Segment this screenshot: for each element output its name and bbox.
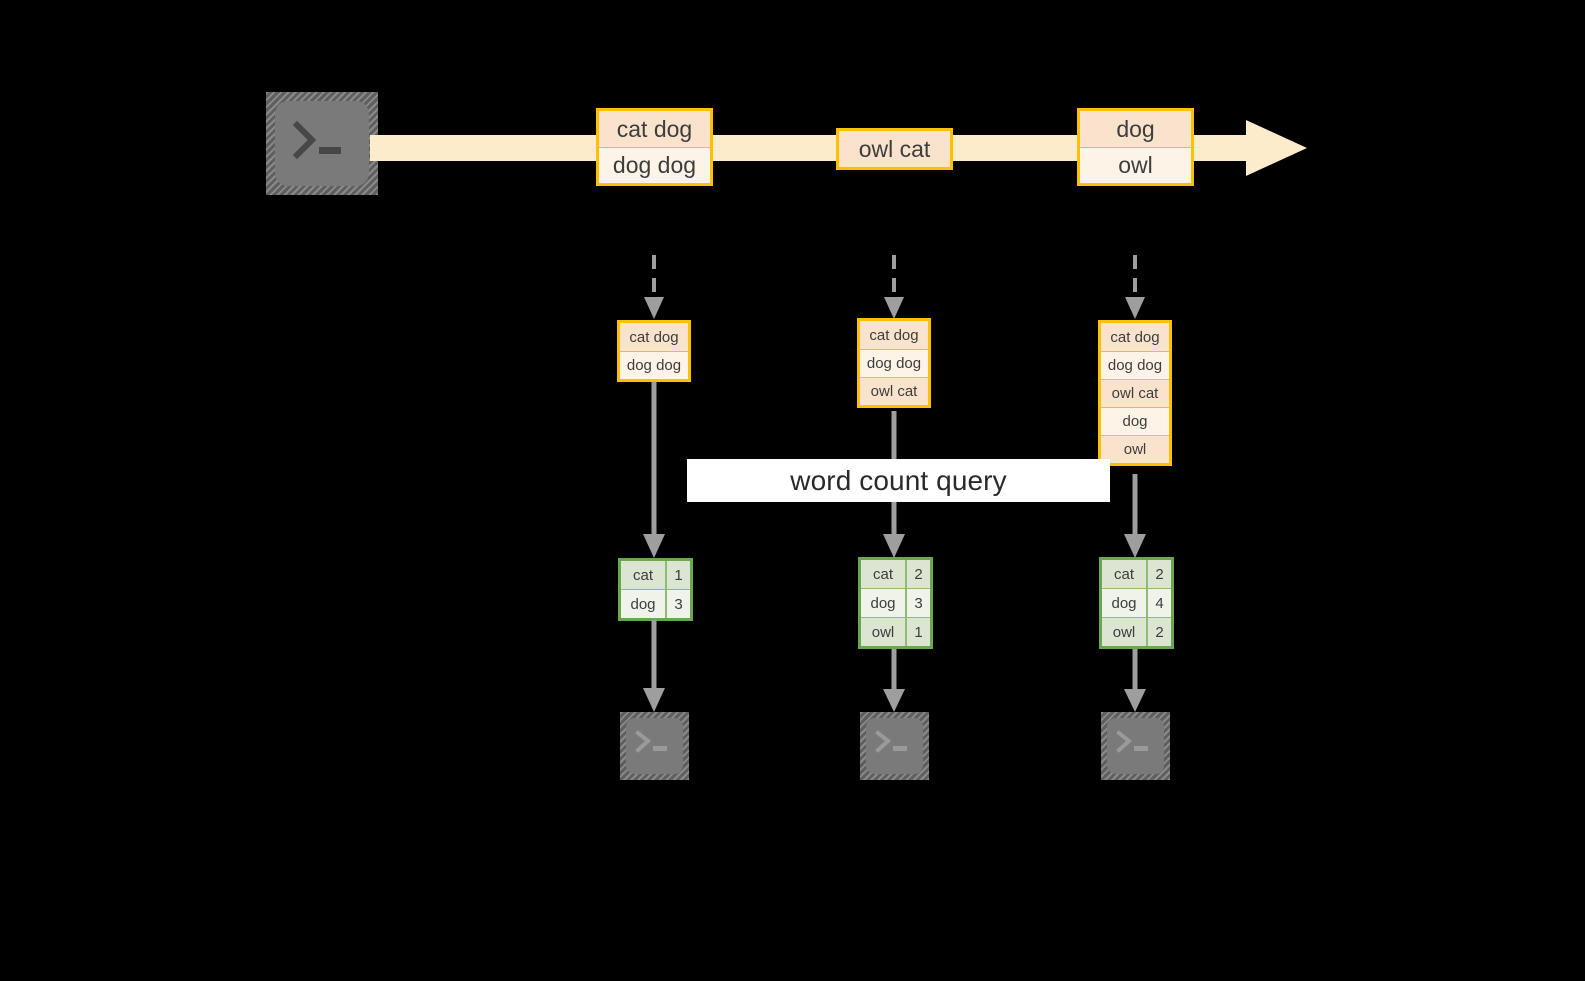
word-count-table-2: cat 2 dog 3 owl 1 xyxy=(858,557,933,649)
word-cell: dog xyxy=(861,589,907,617)
count-cell: 2 xyxy=(1148,618,1171,646)
word-cell: cat xyxy=(861,560,907,588)
accumulated-stack-1: cat dog dog dog xyxy=(617,320,691,382)
accumulated-stack-3: cat dog dog dog owl cat dog owl xyxy=(1098,320,1172,466)
consumer-terminal-icon-2 xyxy=(860,712,929,780)
table-row: cat 2 xyxy=(861,560,930,588)
table-row: dog 3 xyxy=(621,589,690,618)
table-row: cat 2 xyxy=(1102,560,1171,588)
table-row: owl 2 xyxy=(1102,617,1171,646)
count-cell: 1 xyxy=(907,618,930,646)
word-count-query-banner: word count query xyxy=(687,459,1110,502)
message-line: dog dog xyxy=(599,147,710,183)
output-arrow-2 xyxy=(879,649,909,714)
word-cell: dog xyxy=(1102,589,1148,617)
query-arrow-3 xyxy=(1120,474,1150,560)
table-row: owl 1 xyxy=(861,617,930,646)
table-row: dog 4 xyxy=(1102,588,1171,617)
stream-message-3: dog owl xyxy=(1077,108,1194,186)
message-line: owl cat xyxy=(839,131,950,167)
output-arrow-3 xyxy=(1120,649,1150,714)
consumer-terminal-icon-1 xyxy=(620,712,689,780)
message-line: owl xyxy=(1080,147,1191,183)
banner-label: word count query xyxy=(790,464,1007,496)
word-cell: owl xyxy=(861,618,907,646)
dashed-down-arrow-2 xyxy=(879,255,909,323)
word-cell: dog xyxy=(621,590,667,618)
table-row: cat 1 xyxy=(621,561,690,589)
stack-line: dog xyxy=(1101,407,1169,435)
word-cell: owl xyxy=(1102,618,1148,646)
table-row: dog 3 xyxy=(861,588,930,617)
count-cell: 2 xyxy=(1148,560,1171,588)
count-cell: 3 xyxy=(907,589,930,617)
stream-message-2: owl cat xyxy=(836,128,953,170)
terminal-prompt-glyph xyxy=(620,712,689,780)
terminal-prompt-glyph xyxy=(266,92,378,195)
stack-line: dog dog xyxy=(860,349,928,377)
accumulated-stack-2: cat dog dog dog owl cat xyxy=(857,318,931,408)
count-cell: 4 xyxy=(1148,589,1171,617)
message-line: cat dog xyxy=(599,111,710,147)
stack-line: owl cat xyxy=(1101,379,1169,407)
stream-message-1: cat dog dog dog xyxy=(596,108,713,186)
query-arrow-1 xyxy=(639,382,669,560)
word-count-table-1: cat 1 dog 3 xyxy=(618,558,693,621)
message-line: dog xyxy=(1080,111,1191,147)
stack-line: dog dog xyxy=(620,351,688,379)
stack-line: dog dog xyxy=(1101,351,1169,379)
consumer-terminal-icon-3 xyxy=(1101,712,1170,780)
count-cell: 3 xyxy=(667,590,690,618)
dashed-down-arrow-1 xyxy=(639,255,669,323)
word-cell: cat xyxy=(1102,560,1148,588)
terminal-screen xyxy=(275,101,369,186)
dashed-down-arrow-3 xyxy=(1120,255,1150,323)
producer-terminal-icon xyxy=(266,92,378,195)
stack-line: cat dog xyxy=(620,323,688,351)
word-cell: cat xyxy=(621,561,667,589)
output-arrow-1 xyxy=(639,620,669,714)
stack-line: owl cat xyxy=(860,377,928,405)
word-count-table-3: cat 2 dog 4 owl 2 xyxy=(1099,557,1174,649)
count-cell: 1 xyxy=(667,561,690,589)
stack-line: owl xyxy=(1101,435,1169,463)
stack-line: cat dog xyxy=(1101,323,1169,351)
terminal-prompt-glyph xyxy=(1101,712,1170,780)
terminal-prompt-glyph xyxy=(860,712,929,780)
stack-line: cat dog xyxy=(860,321,928,349)
count-cell: 2 xyxy=(907,560,930,588)
